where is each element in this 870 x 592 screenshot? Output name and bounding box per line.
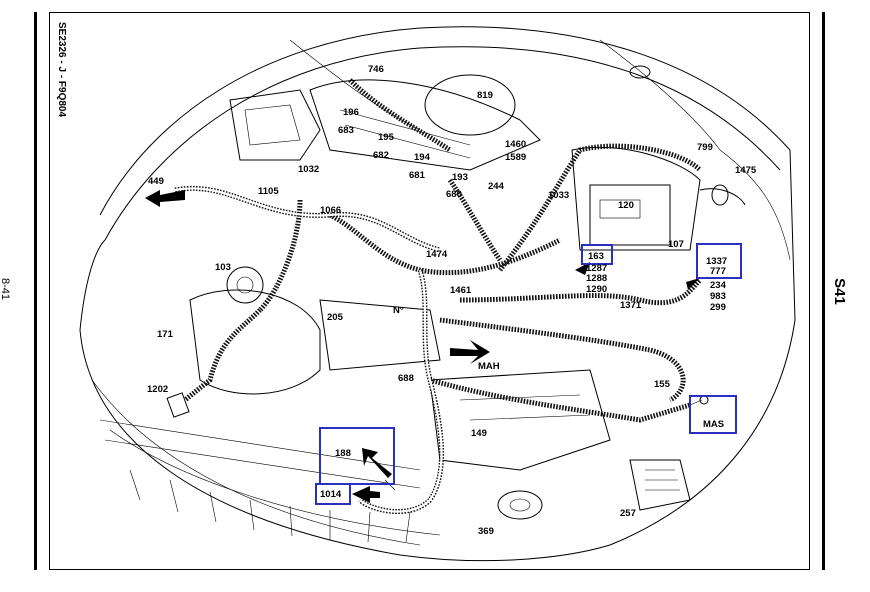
label-188: 188 [335,448,351,459]
highlight-box-mas [689,395,737,434]
label-777: 777 [710,266,726,277]
reference-code: SE2326 - J - F9Q804 [56,22,67,118]
label-149: 149 [471,428,487,439]
label-299: 299 [710,302,726,313]
label-244: 244 [488,181,505,192]
label-1371: 1371 [620,300,642,311]
label-1287: 1287 [586,263,607,274]
label-171: 171 [157,329,174,340]
wiring-harness [174,78,702,515]
label-257: 257 [620,508,636,519]
label-193: 193 [452,172,468,183]
right-margin-rule [822,12,825,570]
arrow-163 [575,262,590,275]
label-1033: 1033 [548,190,569,201]
label-1460: 1460 [505,139,526,150]
label-n: N° [393,305,404,316]
label-194: 194 [414,152,431,163]
label-1290: 1290 [586,284,607,295]
label-369: 369 [478,526,494,537]
arrow-1337 [686,278,700,290]
label-163: 163 [588,251,604,262]
label-1014: 1014 [320,489,342,500]
highlight-box-163 [581,244,613,265]
label-1032: 1032 [298,164,319,175]
label-1475: 1475 [735,165,757,176]
label-1589: 1589 [505,152,526,163]
highlight-box-1337 [696,243,742,279]
left-margin-rule [34,12,37,570]
vehicle-body-outline [79,26,796,562]
label-1474: 1474 [426,249,448,260]
label-195: 195 [378,132,395,143]
label-mas: MAS [703,419,724,430]
label-1202: 1202 [147,384,168,395]
arrow-188 [362,448,392,478]
label-196: 196 [343,107,359,118]
label-682: 682 [373,150,389,161]
label-1105: 1105 [258,186,279,197]
label-680: 680 [446,189,462,200]
label-819: 819 [477,90,493,101]
label-449: 449 [148,176,164,187]
label-1337: 1337 [706,256,727,267]
highlight-boxes [315,243,742,505]
label-mah: MAH [478,361,500,372]
highlight-box-1014 [315,483,351,505]
arrow-449 [145,190,185,207]
arrow-mah [450,340,490,364]
label-234: 234 [710,280,727,291]
label-746: 746 [368,64,384,75]
diagram-frame [49,12,810,570]
label-799: 799 [697,142,713,153]
label-683: 683 [338,125,354,136]
arrow-1014 [352,486,380,503]
label-107: 107 [668,239,684,250]
label-681: 681 [409,170,426,181]
label-1066: 1066 [320,205,341,216]
label-688: 688 [398,373,414,384]
label-1461: 1461 [450,285,472,296]
label-205: 205 [327,312,344,323]
label-155: 155 [654,379,671,390]
engine-components [166,65,746,520]
pointer-arrows [145,190,709,503]
highlight-box-188 [319,427,395,485]
component-labels: 746 819 196 683 195 682 194 1032 681 193… [147,64,757,537]
label-103: 103 [215,262,231,273]
label-1288: 1288 [586,273,607,284]
label-120: 120 [618,200,634,211]
label-983: 983 [710,291,726,302]
